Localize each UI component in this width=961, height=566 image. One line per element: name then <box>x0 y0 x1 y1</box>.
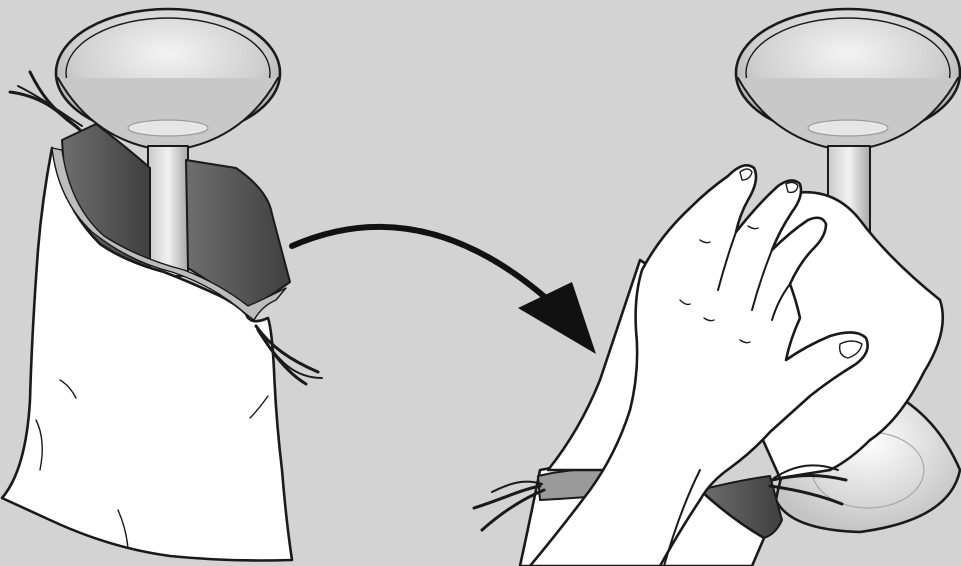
curved-arrow-icon <box>292 227 596 354</box>
step-1-glass-in-pouch <box>2 9 322 561</box>
step-2-hands-wrapping <box>474 9 960 566</box>
